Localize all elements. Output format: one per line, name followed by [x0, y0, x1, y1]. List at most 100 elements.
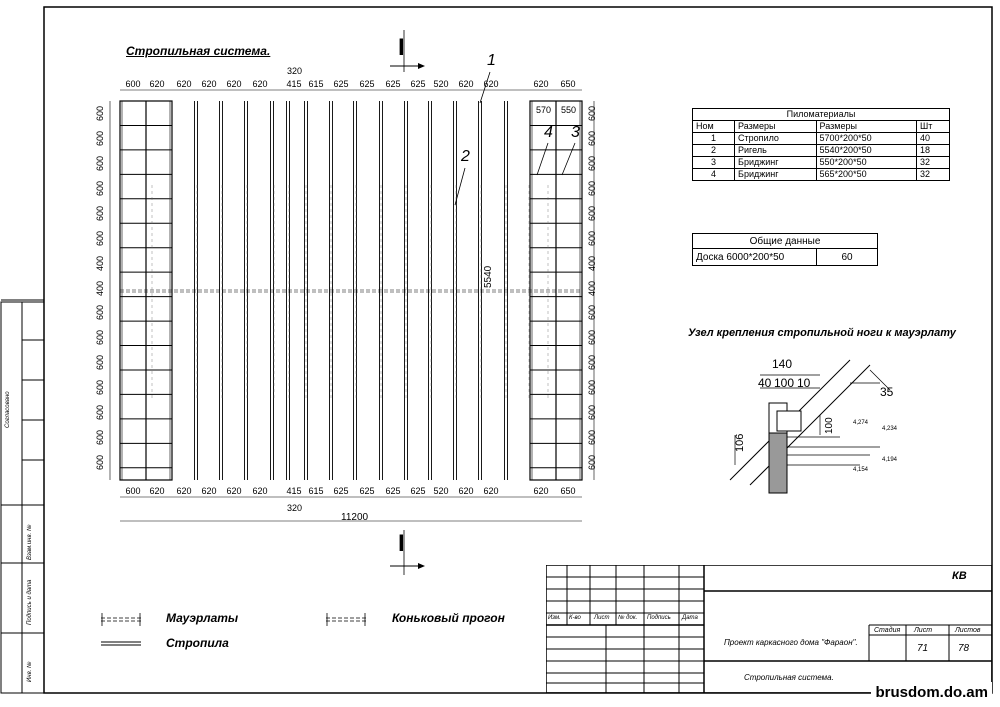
left-dimension: 600	[95, 205, 105, 221]
top-dim-320: 320	[287, 66, 303, 76]
stamp-col-rev: Изм.	[548, 615, 561, 621]
callout-3: 3	[571, 124, 580, 141]
total-length-dimension: 11200	[341, 512, 369, 523]
general-table-title: Общие данные	[692, 233, 878, 249]
left-dimension: 600	[95, 230, 105, 246]
stamp-col-sheet: Лист	[594, 615, 610, 621]
height-dimension: 5540	[483, 265, 494, 288]
left-dimension: 600	[95, 405, 105, 421]
bottom-dimension: 625	[333, 486, 349, 496]
stamp-project: Проект каркасного дома "Фараон".	[724, 638, 858, 647]
stamp-col-doc: № док.	[618, 615, 638, 621]
bottom-dimension: 620	[201, 486, 217, 496]
callout-1: 1	[487, 52, 496, 69]
callout-leader	[536, 142, 549, 176]
top-dimension: 615	[308, 79, 324, 89]
stamp-stage-label: Стадия	[874, 627, 901, 634]
bottom-dimension: 415	[286, 486, 302, 496]
section-arrowhead-bottom	[418, 563, 425, 569]
left-dimension: 400	[95, 255, 105, 271]
node-dim-100: 100	[774, 376, 795, 390]
node-dim-140: 140	[772, 357, 793, 371]
legend-symbols	[101, 613, 366, 646]
left-dimension: 600	[95, 105, 105, 121]
stamp-sheets-label: Листов	[955, 627, 981, 634]
top-dimension: 620	[149, 79, 165, 89]
callout-2: 2	[461, 148, 470, 165]
node-elev-4234: 4,234	[882, 426, 898, 432]
inner-dim-570: 570	[536, 105, 552, 115]
bottom-dimension: 650	[560, 486, 576, 496]
node-dim-100-vertical: 100	[824, 417, 835, 434]
top-dimension: 625	[385, 79, 401, 89]
left-dimension: 600	[95, 430, 105, 446]
left-dimension: 600	[95, 130, 105, 146]
header-cell: Шт	[916, 120, 950, 133]
drawing-title: Стропильная система.	[126, 44, 271, 58]
left-dimension: 600	[95, 155, 105, 171]
node-dim-40: 40	[758, 376, 772, 390]
right-dimension: 400	[587, 280, 597, 296]
materials-table-title: Пиломатериалы	[692, 108, 950, 121]
section-mark-top: I	[398, 34, 405, 61]
right-dimension: 600	[587, 305, 597, 321]
header-cell: Размеры	[815, 120, 918, 133]
node-elev-4274: 4,274	[853, 420, 869, 426]
callout-4: 4	[544, 124, 553, 141]
top-dimension: 520	[433, 79, 449, 89]
stamp-code: КВ	[952, 570, 967, 582]
section-mark-bottom: I	[398, 530, 405, 557]
right-dimension: 600	[587, 180, 597, 196]
right-dimension: 400	[587, 255, 597, 271]
right-dimension: 600	[587, 380, 597, 396]
legend-ridge: Коньковый прогон	[392, 611, 505, 625]
bottom-dimension: 620	[533, 486, 549, 496]
left-dimension: 600	[95, 180, 105, 196]
callout-leader	[479, 71, 491, 104]
watermark: brusdom.do.am	[871, 682, 992, 703]
right-dimension: 600	[587, 155, 597, 171]
stamp-sheets-total: 78	[958, 643, 970, 654]
top-dimension: 620	[483, 79, 499, 89]
stamp-col-sign: Подпись	[647, 615, 671, 621]
left-dimension: 600	[95, 380, 105, 396]
bottom-dimension: 620	[252, 486, 268, 496]
bottom-dimension: 625	[410, 486, 426, 496]
bottom-dimension: 620	[483, 486, 499, 496]
node-elev-4194: 4,194	[882, 457, 898, 463]
bottom-dimension: 615	[308, 486, 324, 496]
stamp-col-date: Дата	[682, 615, 698, 621]
bottom-dimension: 620	[176, 486, 192, 496]
legend-rafter: Стропила	[166, 636, 229, 650]
right-dimension: 600	[587, 205, 597, 221]
stamp-sheet-label: Лист	[914, 627, 933, 634]
right-dimension: 600	[587, 405, 597, 421]
top-dimension: 620	[458, 79, 474, 89]
top-dimension: 625	[410, 79, 426, 89]
top-dimension: 620	[176, 79, 192, 89]
top-dimension: 600	[125, 79, 141, 89]
bottom-dimension: 620	[149, 486, 165, 496]
node-detail-drawing	[729, 359, 891, 494]
inner-dim-550: 550	[561, 105, 577, 115]
right-dimension: 600	[587, 105, 597, 121]
bottom-dimension: 620	[458, 486, 474, 496]
node-dim-106: 106	[734, 433, 746, 452]
bottom-dim-320: 320	[287, 503, 303, 513]
left-dimension: 600	[95, 330, 105, 346]
callout-leader	[454, 167, 466, 206]
node-elev-4154: 4,154	[853, 467, 869, 473]
section-arrowhead-top	[418, 63, 425, 69]
bottom-dimension: 625	[385, 486, 401, 496]
stamp-col-qty: К-во	[569, 615, 581, 621]
top-dimension: 625	[359, 79, 375, 89]
legend-mauerlat: Мауэрлаты	[166, 611, 239, 625]
top-dimension: 620	[201, 79, 217, 89]
left-dimension: 600	[95, 305, 105, 321]
